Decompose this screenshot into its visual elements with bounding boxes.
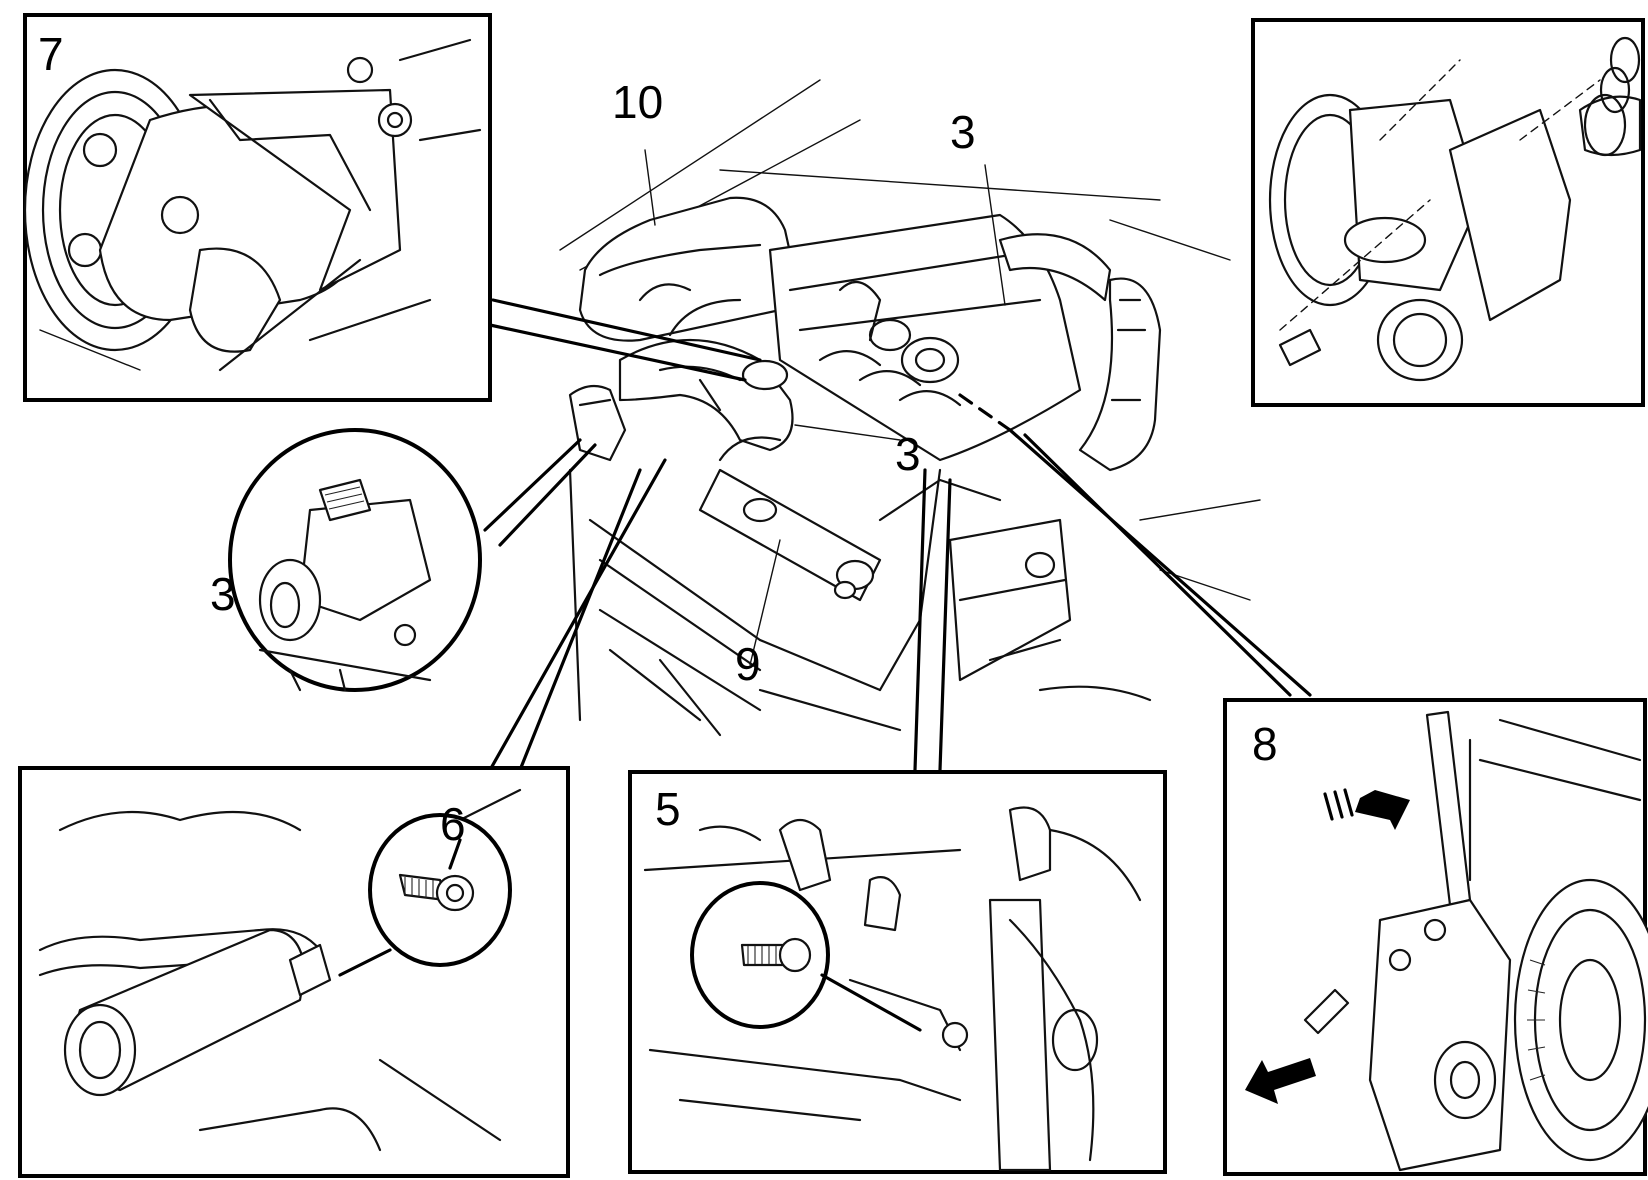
inset-pump-exploded (1251, 18, 1645, 407)
callout-7: 7 (38, 28, 64, 80)
callout-3-center: 3 (895, 428, 921, 480)
inset-pin-removal (1223, 698, 1648, 1176)
air-filter-housing (578, 196, 798, 342)
inset-sensor-detail (228, 428, 482, 692)
main-engine-view (559, 79, 1261, 737)
callout-6: 6 (440, 798, 466, 850)
inset-pump-bracket (23, 13, 492, 402)
intake-hose (618, 339, 794, 452)
radiator-frame (568, 384, 942, 737)
push-arrow-icon (1323, 788, 1410, 830)
callout-3-sensor: 3 (210, 568, 236, 620)
callout-10: 10 (612, 76, 663, 128)
valve-cover (768, 213, 1082, 462)
callout-5: 5 (655, 783, 681, 835)
battery-block (948, 518, 1152, 702)
callout-8: 8 (1252, 718, 1278, 770)
lower-manifold (698, 436, 1002, 602)
inset-bracket-bolt (628, 770, 1167, 1174)
radiator-hose (998, 233, 1162, 472)
leader-lines (483, 149, 1312, 772)
callout-labels: 7 10 3 3 9 3 6 5 8 (38, 28, 1278, 850)
callout-9: 9 (735, 638, 761, 690)
pull-arrow-icon (1245, 1058, 1316, 1104)
inset-hose-bolt (18, 766, 570, 1178)
callout-3-top: 3 (950, 106, 976, 158)
